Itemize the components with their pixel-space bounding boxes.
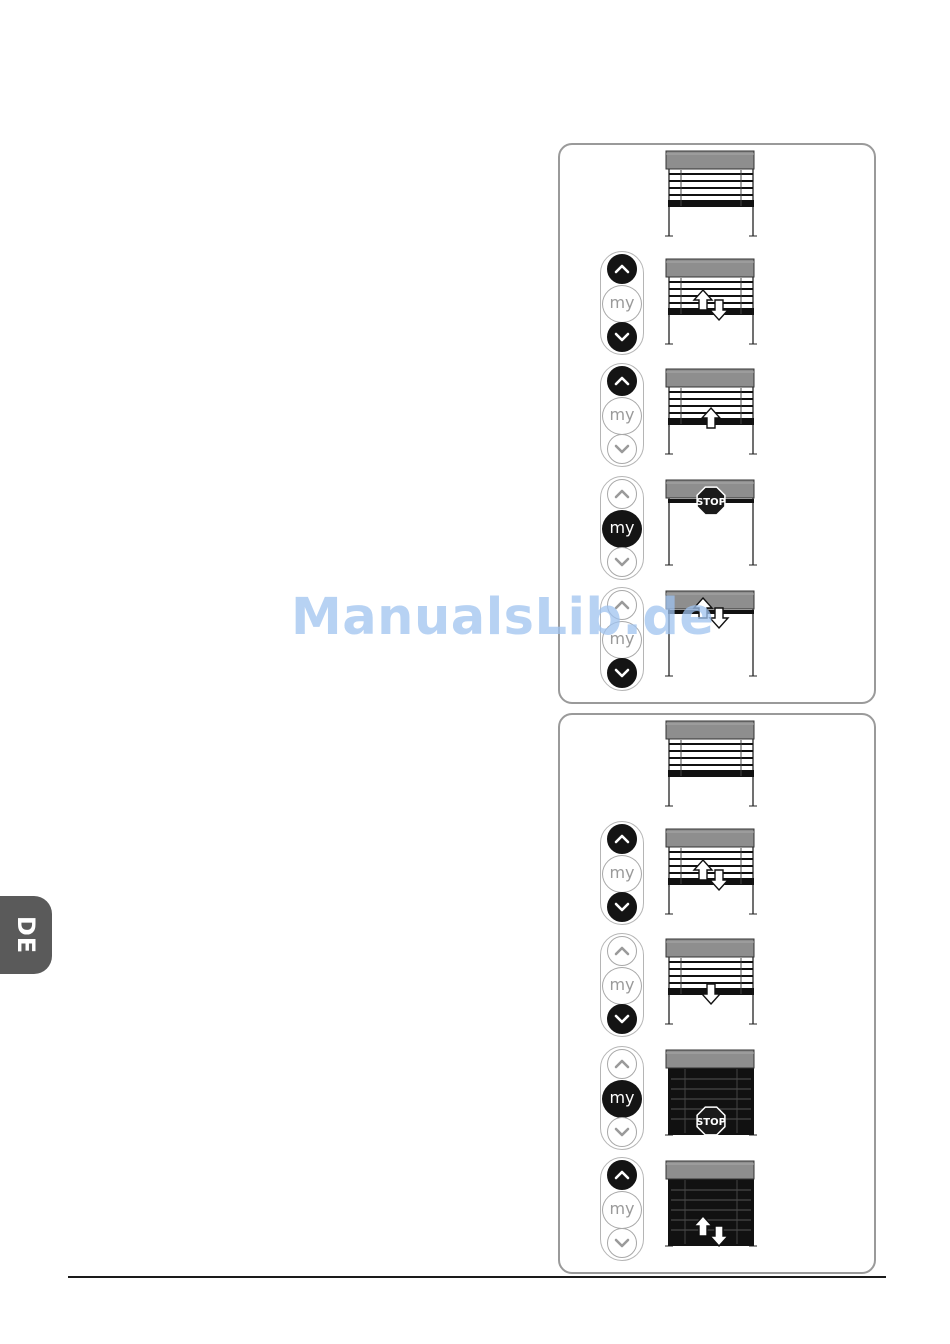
watermark: ManualsLib.de xyxy=(291,588,715,647)
chevron-down-icon xyxy=(613,1237,631,1249)
up-button-pressed xyxy=(607,1160,637,1190)
my-button: my xyxy=(602,285,642,323)
my-button-label: my xyxy=(609,520,634,536)
down-button-pressed xyxy=(607,322,637,352)
down-button xyxy=(607,1228,637,1258)
chevron-up-icon xyxy=(613,1058,631,1070)
down-button-pressed xyxy=(607,892,637,922)
pergola-blind-illustration xyxy=(665,720,757,810)
my-button-pressed: my xyxy=(602,510,642,548)
my-button: my xyxy=(602,397,642,435)
my-button-label: my xyxy=(609,1090,634,1106)
stop-sign-icon: STOP xyxy=(696,487,726,515)
up-button xyxy=(607,1049,637,1079)
remote-control: my xyxy=(600,1046,644,1150)
remote-control: my xyxy=(600,476,644,580)
chevron-up-icon xyxy=(613,375,631,387)
down-button-pressed xyxy=(607,1004,637,1034)
down-button xyxy=(607,1117,637,1147)
chevron-up-icon xyxy=(613,1169,631,1181)
chevron-down-icon xyxy=(613,667,631,679)
pergola-blind-illustration: STOP xyxy=(665,1049,757,1139)
pergola-blind-illustration xyxy=(665,368,757,458)
my-button-label: my xyxy=(609,1201,634,1217)
pergola-blind-illustration xyxy=(665,150,757,240)
chevron-down-icon xyxy=(613,1013,631,1025)
chevron-down-icon xyxy=(613,901,631,913)
chevron-down-icon xyxy=(613,1126,631,1138)
language-tab-label: DE xyxy=(12,916,40,954)
chevron-up-icon xyxy=(613,945,631,957)
arrow-down-icon xyxy=(702,984,720,1004)
my-button-label: my xyxy=(609,295,634,311)
pergola-blind-illustration xyxy=(665,1160,757,1250)
footer-rule xyxy=(68,1276,886,1278)
pergola-blind-illustration xyxy=(665,938,757,1028)
my-button: my xyxy=(602,967,642,1005)
chevron-up-icon xyxy=(613,263,631,275)
my-button: my xyxy=(602,1191,642,1229)
pergola-blind-illustration xyxy=(665,258,757,348)
remote-control: my xyxy=(600,933,644,1037)
up-button-pressed xyxy=(607,366,637,396)
chevron-down-icon xyxy=(613,443,631,455)
my-button-pressed: my xyxy=(602,1080,642,1118)
down-button-pressed xyxy=(607,658,637,688)
my-button-label: my xyxy=(609,407,634,423)
remote-control: my xyxy=(600,363,644,467)
my-button-label: my xyxy=(609,865,634,881)
pergola-blind-illustration: STOP xyxy=(665,479,757,569)
up-button-pressed xyxy=(607,254,637,284)
arrow-up-icon xyxy=(694,860,712,880)
svg-text:STOP: STOP xyxy=(696,497,726,508)
remote-control: my xyxy=(600,1157,644,1261)
chevron-down-icon xyxy=(613,331,631,343)
language-tab: DE xyxy=(0,896,52,974)
my-button: my xyxy=(602,855,642,893)
svg-text:STOP: STOP xyxy=(696,1117,726,1128)
chevron-up-icon xyxy=(613,488,631,500)
chevron-up-icon xyxy=(613,833,631,845)
remote-control: my xyxy=(600,821,644,925)
remote-control: my xyxy=(600,251,644,355)
down-button xyxy=(607,547,637,577)
my-button-label: my xyxy=(609,977,634,993)
chevron-down-icon xyxy=(613,556,631,568)
pergola-blind-illustration xyxy=(665,828,757,918)
up-button-pressed xyxy=(607,824,637,854)
stop-sign-icon: STOP xyxy=(696,1107,726,1135)
arrow-up-icon xyxy=(694,290,712,310)
up-button xyxy=(607,479,637,509)
down-button xyxy=(607,434,637,464)
up-button xyxy=(607,936,637,966)
